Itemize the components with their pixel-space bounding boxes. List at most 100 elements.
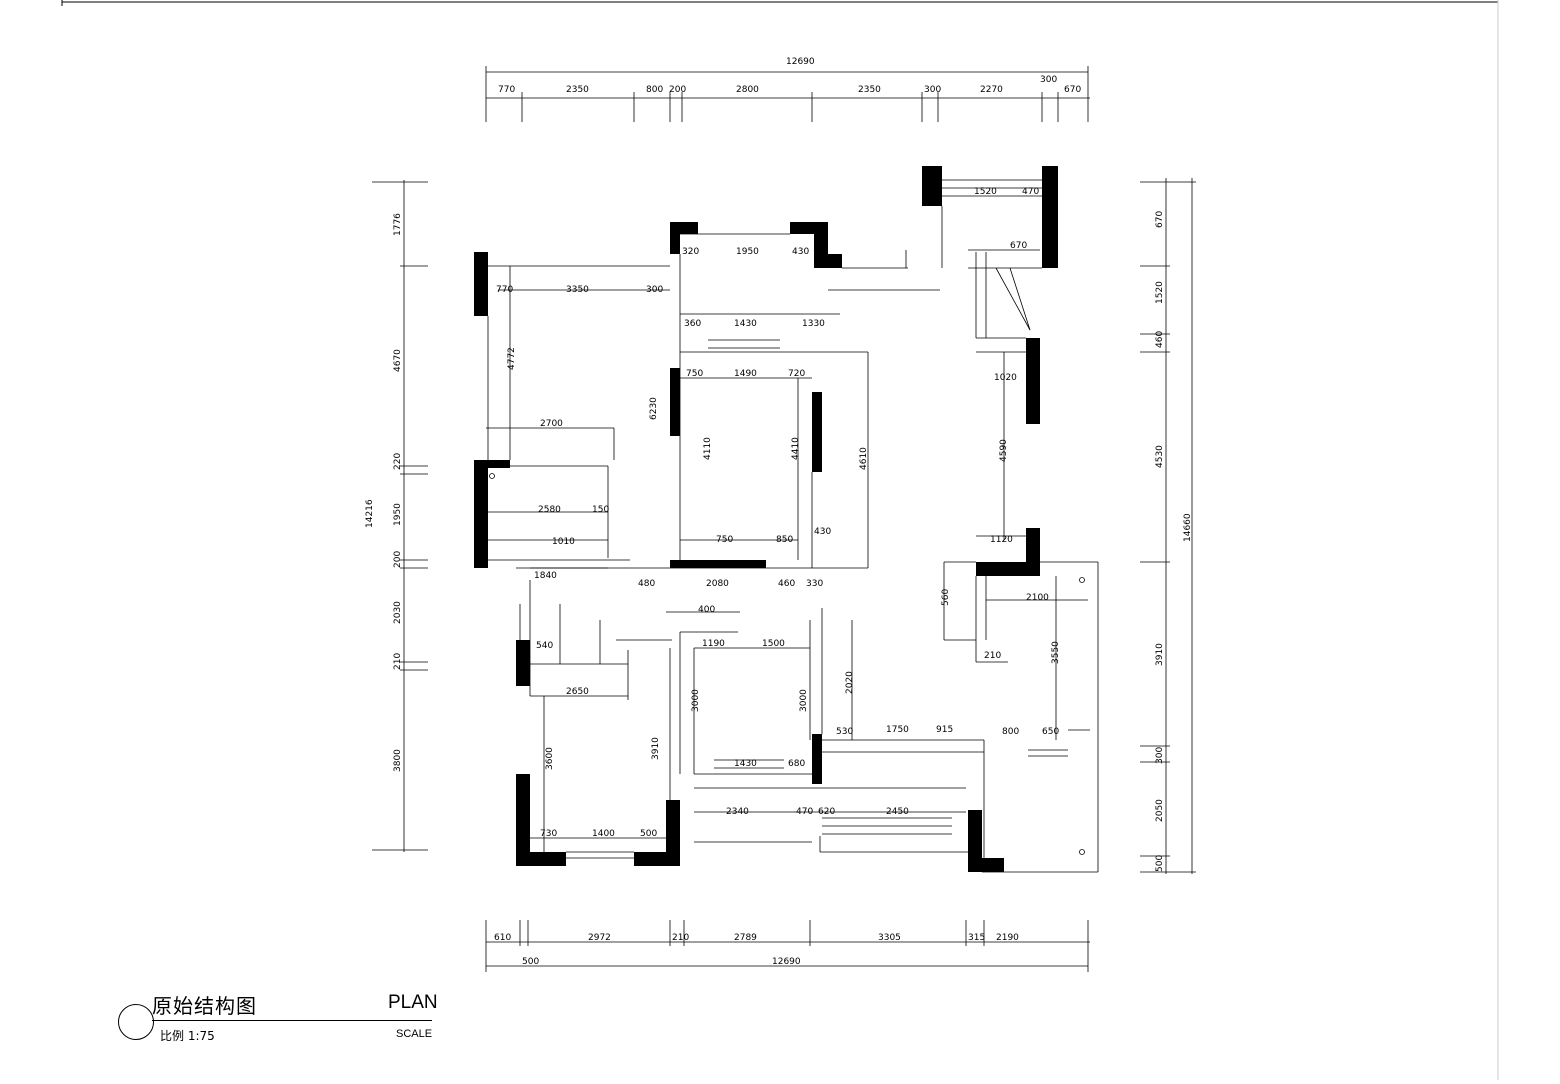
- dim-room-row2-1: 360: [684, 319, 701, 329]
- right-seg-1: 670: [1155, 211, 1165, 228]
- bottom-total-dim: 12690: [772, 957, 801, 967]
- left-seg-7: 210: [393, 653, 403, 670]
- left-seg-2: 4670: [393, 349, 403, 372]
- bottom-segment-labels: 610 2972 210 2789 3305 315 2190 500 1269…: [494, 933, 1019, 967]
- corner-marks: [489, 473, 1085, 855]
- right-segment-labels: 670 1520 460 4530 3910 300 2050 500 1466…: [1155, 211, 1193, 872]
- bottom-seg-5: 3305: [878, 933, 901, 943]
- dim-bath-3: 1010: [552, 537, 575, 547]
- dim-corridor-5: 750: [716, 535, 733, 545]
- dim-kitchen-3: 1500: [762, 639, 785, 649]
- bottom-seg-4: 2789: [734, 933, 757, 943]
- dim-bottom-room-8: 680: [788, 759, 805, 769]
- dim-living-5: 210: [984, 651, 1001, 661]
- interior-dim-labels: 770 3350 300 4772 2700 2580 150 1010 184…: [496, 187, 1061, 839]
- top-seg-8: 2270: [980, 85, 1003, 95]
- right-seg-5: 3910: [1155, 643, 1165, 666]
- partition-lines: [486, 179, 1099, 873]
- dim-band-8: 800: [1002, 727, 1019, 737]
- dim-master-top-3: 300: [646, 285, 663, 295]
- dim-bottom-room-4: 730: [540, 829, 557, 839]
- dim-living-1: 1020: [994, 373, 1017, 383]
- left-segment-labels: 1776 4670 220 1950 200 2030 210 3800 142…: [365, 213, 403, 772]
- dim-bath-1: 2580: [538, 505, 561, 515]
- left-seg-4: 1950: [393, 503, 403, 526]
- title-underline: [152, 1020, 432, 1021]
- dim-bottom-room-5: 1400: [592, 829, 615, 839]
- dim-bottom-room-6: 500: [640, 829, 657, 839]
- top-seg-3: 800: [646, 85, 663, 95]
- left-dimension-chain: [372, 180, 428, 852]
- dim-band-7: 915: [936, 725, 953, 735]
- dim-bottom-room-2: 3600: [545, 747, 555, 770]
- top-seg-7: 300: [924, 85, 941, 95]
- dim-band-4: 2450: [886, 807, 909, 817]
- dim-corridor-2: 2080: [706, 579, 729, 589]
- right-seg-3: 460: [1155, 331, 1165, 348]
- bottom-seg-1: 610: [494, 933, 511, 943]
- dim-band-9: 650: [1042, 727, 1059, 737]
- bottom-seg-3: 210: [672, 933, 689, 943]
- right-dimension-chain: [1140, 178, 1196, 874]
- dim-room-row2-3: 1330: [802, 319, 825, 329]
- left-seg-5: 200: [393, 551, 403, 568]
- dim-band-2: 470: [796, 807, 813, 817]
- structural-walls: [474, 166, 1058, 872]
- dim-kitchen-6: 3000: [799, 689, 809, 712]
- top-seg-5: 2800: [736, 85, 759, 95]
- dim-balcony-2: 470: [1022, 187, 1039, 197]
- dim-bottom-room-1: 2650: [566, 687, 589, 697]
- plan-label: PLAN: [388, 992, 438, 1013]
- dim-room-vert-2: 4410: [791, 437, 801, 460]
- dim-kitchen-2: 1190: [702, 639, 725, 649]
- dim-kitchen-5: 2020: [845, 671, 855, 694]
- top-seg-9: 300: [1040, 75, 1057, 85]
- top-seg-10: 670: [1064, 85, 1081, 95]
- dim-corridor-6: 850: [776, 535, 793, 545]
- dim-corridor-7: 430: [814, 527, 831, 537]
- dim-band-5: 530: [836, 727, 853, 737]
- dim-bottom-room-3: 3910: [651, 737, 661, 760]
- dim-room-vert-3: 6230: [649, 397, 659, 420]
- top-total-dim: 12690: [786, 57, 815, 67]
- dim-kitchen-4: 3000: [691, 689, 701, 712]
- dim-balcony-3: 670: [1010, 241, 1027, 251]
- bottom-sub-dim: 500: [522, 957, 539, 967]
- right-seg-4: 4530: [1155, 445, 1165, 468]
- title-symbol-circle: [118, 1004, 154, 1040]
- right-seg-6: 300: [1155, 747, 1165, 764]
- dim-room-vert-1: 4110: [703, 437, 713, 460]
- dim-balcony-1: 1520: [974, 187, 997, 197]
- dim-room-top-2: 1950: [736, 247, 759, 257]
- dim-living-6: 2100: [1026, 593, 1049, 603]
- scale-label-en: SCALE: [396, 1028, 433, 1040]
- left-seg-8: 3800: [393, 749, 403, 772]
- right-seg-2: 1520: [1155, 281, 1165, 304]
- top-segment-labels: 770 2350 800 200 2800 2350 300 2270 300 …: [498, 75, 1081, 95]
- dim-room-top-3: 430: [792, 247, 809, 257]
- dim-corridor-1: 480: [638, 579, 655, 589]
- dim-bath-4: 1840: [534, 571, 557, 581]
- dim-room-row3-2: 1490: [734, 369, 757, 379]
- dim-room-vert-4: 4610: [859, 447, 869, 470]
- dim-living-7: 3550: [1051, 641, 1061, 664]
- dim-band-3: 620: [818, 807, 835, 817]
- dim-room-row2-2: 1430: [734, 319, 757, 329]
- dim-master-top-2: 3350: [566, 285, 589, 295]
- right-seg-8: 500: [1155, 855, 1165, 872]
- dim-living-3: 1120: [990, 535, 1013, 545]
- dim-corridor-4: 330: [806, 579, 823, 589]
- dim-bath-2: 150: [592, 505, 609, 515]
- top-dimension-chain: [485, 66, 1090, 122]
- top-seg-2: 2350: [566, 85, 589, 95]
- dim-corridor-3: 460: [778, 579, 795, 589]
- dim-band-6: 1750: [886, 725, 909, 735]
- dim-master-top-1: 770: [496, 285, 513, 295]
- dim-bottom-room-7: 1430: [734, 759, 757, 769]
- bottom-seg-7: 2190: [996, 933, 1019, 943]
- left-total-dim: 14216: [365, 499, 375, 528]
- bottom-dimension-chain: [485, 920, 1090, 972]
- top-seg-6: 2350: [858, 85, 881, 95]
